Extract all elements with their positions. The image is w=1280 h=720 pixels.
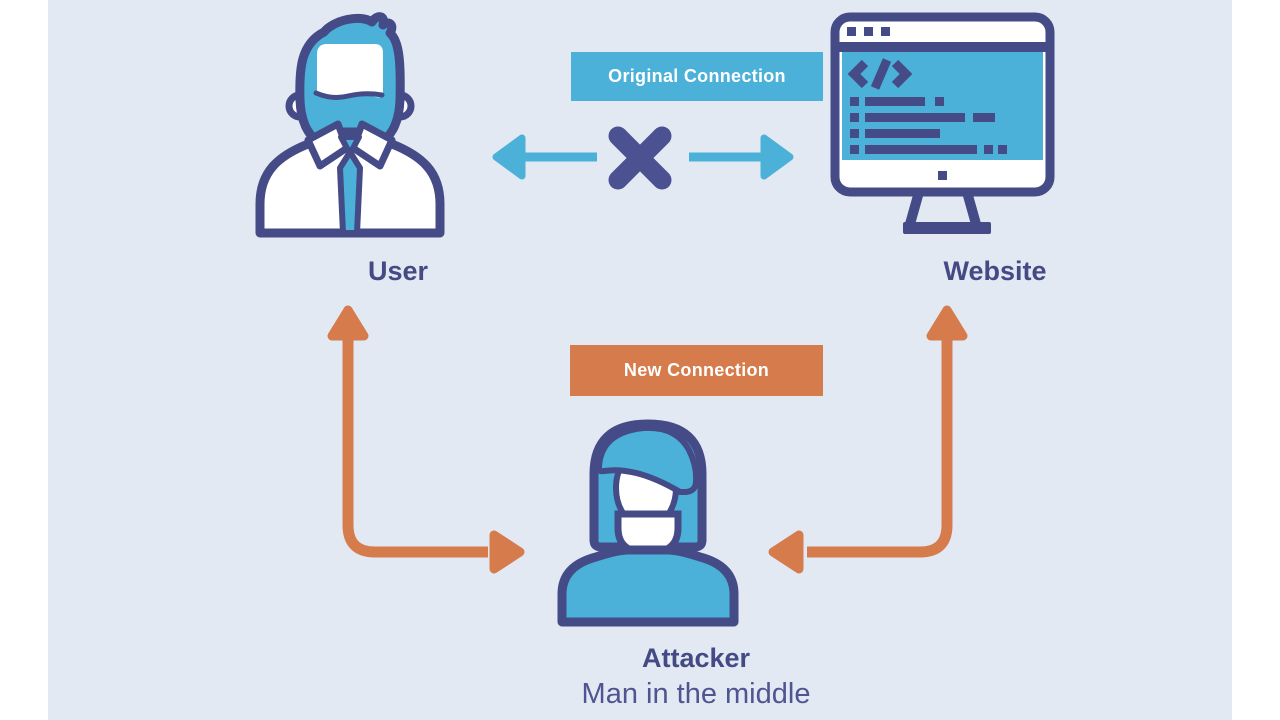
arrow-left-icon — [492, 134, 526, 180]
user-face — [317, 44, 383, 99]
website-code-monitor-icon — [830, 12, 1055, 234]
arrow-right-icon — [760, 134, 794, 180]
arrow-left-icon — [768, 530, 804, 574]
new-connection-label: New Connection — [623, 360, 770, 380]
new-connection-badge: New Connection — [570, 345, 823, 396]
original-connection-arrows — [492, 126, 794, 190]
diagram-canvas: User Website Original Connection — [48, 0, 1232, 720]
user-tie — [338, 134, 362, 157]
monitor-stand — [903, 222, 991, 234]
new-connection-arrow-right — [768, 305, 968, 574]
attacker-sublabel: Man in the middle — [581, 678, 811, 710]
new-connection-arrow-left — [327, 305, 525, 574]
attacker-woman-icon — [557, 419, 739, 627]
user-man-icon — [255, 12, 445, 238]
arrow-up-icon — [327, 305, 369, 341]
original-connection-label: Original Connection — [608, 66, 786, 86]
attacker-torso — [557, 545, 739, 627]
website-label: Website — [943, 256, 1047, 286]
original-connection-badge: Original Connection — [571, 52, 823, 101]
user-label: User — [367, 256, 429, 286]
attacker-label: Attacker — [641, 643, 751, 673]
arrow-up-icon — [926, 305, 968, 341]
arrow-right-icon — [489, 530, 525, 574]
